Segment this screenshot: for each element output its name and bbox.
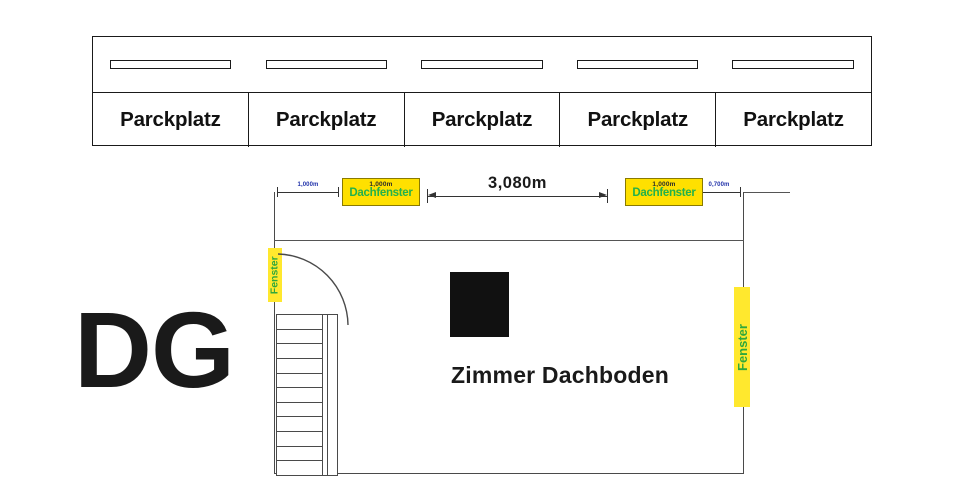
staircase: [276, 314, 338, 476]
parking-bay-stripe-cell: [715, 37, 871, 92]
parking-space-label: Parckplatz: [587, 108, 689, 131]
parking-space-cell: Parckplatz: [249, 93, 405, 147]
dimension-tick-left: [427, 189, 428, 203]
chimney-block: [450, 272, 509, 337]
window-right: Fenster: [734, 287, 750, 407]
parking-bay-stripe-cell: [560, 37, 716, 92]
dimension-line: [278, 192, 338, 193]
roof-ridge-line: [274, 240, 744, 241]
stair-step: [277, 432, 322, 447]
parking-bay-stripe-cell: [404, 37, 560, 92]
parking-space-label: Parckplatz: [275, 108, 377, 131]
dimension-main-span: 3,080m: [425, 174, 610, 204]
roof-window-right-label: Dachfenster: [632, 187, 696, 199]
roof-window-left-width: 1,000m: [369, 181, 393, 188]
stair-step: [277, 461, 322, 475]
parking-space-label: Parckplatz: [743, 108, 844, 131]
staircase-handrail: [327, 315, 328, 475]
roof-window-right-width: 1,000m: [652, 181, 676, 188]
roof-window-left-label: Dachfenster: [349, 187, 413, 199]
dimension-left-offset: 1,000m: [277, 182, 339, 198]
dimension-right-offset-text: 0,700m: [708, 182, 730, 188]
parking-stripe-icon: [265, 60, 388, 69]
room-name-label: Zimmer Dachboden: [451, 362, 669, 388]
roof-window-left: 1,000m Dachfenster: [342, 178, 420, 206]
staircase-steps: [277, 315, 323, 475]
dimension-left-offset-text: 1,000m: [297, 182, 319, 188]
stair-step: [277, 447, 322, 462]
roof-window-right: 1,000m Dachfenster: [625, 178, 703, 206]
door-swing-arc-icon: [277, 253, 349, 326]
parking-space-cell: Parckplatz: [716, 93, 871, 147]
stair-step: [277, 359, 322, 374]
stair-step: [277, 388, 322, 403]
dimension-tick-right: [607, 189, 608, 203]
parking-stripe-icon: [110, 60, 232, 69]
stair-step: [277, 330, 322, 345]
stair-step: [277, 315, 322, 330]
window-right-label: Fenster: [734, 323, 750, 371]
dimension-tick-right: [338, 187, 339, 197]
dimension-line: [698, 192, 740, 193]
parking-space-cell: Parckplatz: [560, 93, 717, 147]
parking-stripe-row: [93, 37, 871, 92]
stair-step: [277, 374, 322, 389]
window-left: Fenster: [268, 248, 282, 302]
parking-space-cell: Parckplatz: [405, 93, 561, 147]
stair-step: [277, 403, 322, 418]
parking-space-cell: Parckplatz: [93, 93, 249, 147]
parking-stripe-icon: [732, 60, 854, 69]
parking-space-label: Parckplatz: [120, 108, 221, 131]
parking-bay-stripe-cell: [249, 37, 405, 92]
parking-bay-stripe-cell: [93, 37, 249, 92]
dimension-line: [428, 196, 607, 197]
parking-stripe-icon: [576, 60, 699, 69]
dimension-main-span-text: 3,080m: [488, 174, 547, 192]
room-outline-walls: [274, 192, 744, 474]
parking-space-label: Parckplatz: [431, 108, 533, 131]
parking-label-row: Parckplatz Parckplatz Parckplatz Parckpl…: [93, 92, 871, 147]
parking-area-block: Parckplatz Parckplatz Parckplatz Parckpl…: [92, 36, 872, 147]
dimension-tick-right: [740, 187, 741, 197]
dimension-arrow-left-icon: [428, 192, 436, 198]
parking-stripe-icon: [421, 60, 543, 69]
attic-floorplan: 1,000m 3,080m 0,700m 1,000m Dachfenster: [260, 170, 790, 490]
floor-level-label: DG: [74, 289, 235, 410]
stair-step: [277, 344, 322, 359]
dimension-arrow-right-icon: [599, 192, 607, 198]
dimension-tick-left: [277, 187, 278, 197]
dimension-right-offset: 0,700m: [697, 182, 741, 198]
stair-step: [277, 417, 322, 433]
